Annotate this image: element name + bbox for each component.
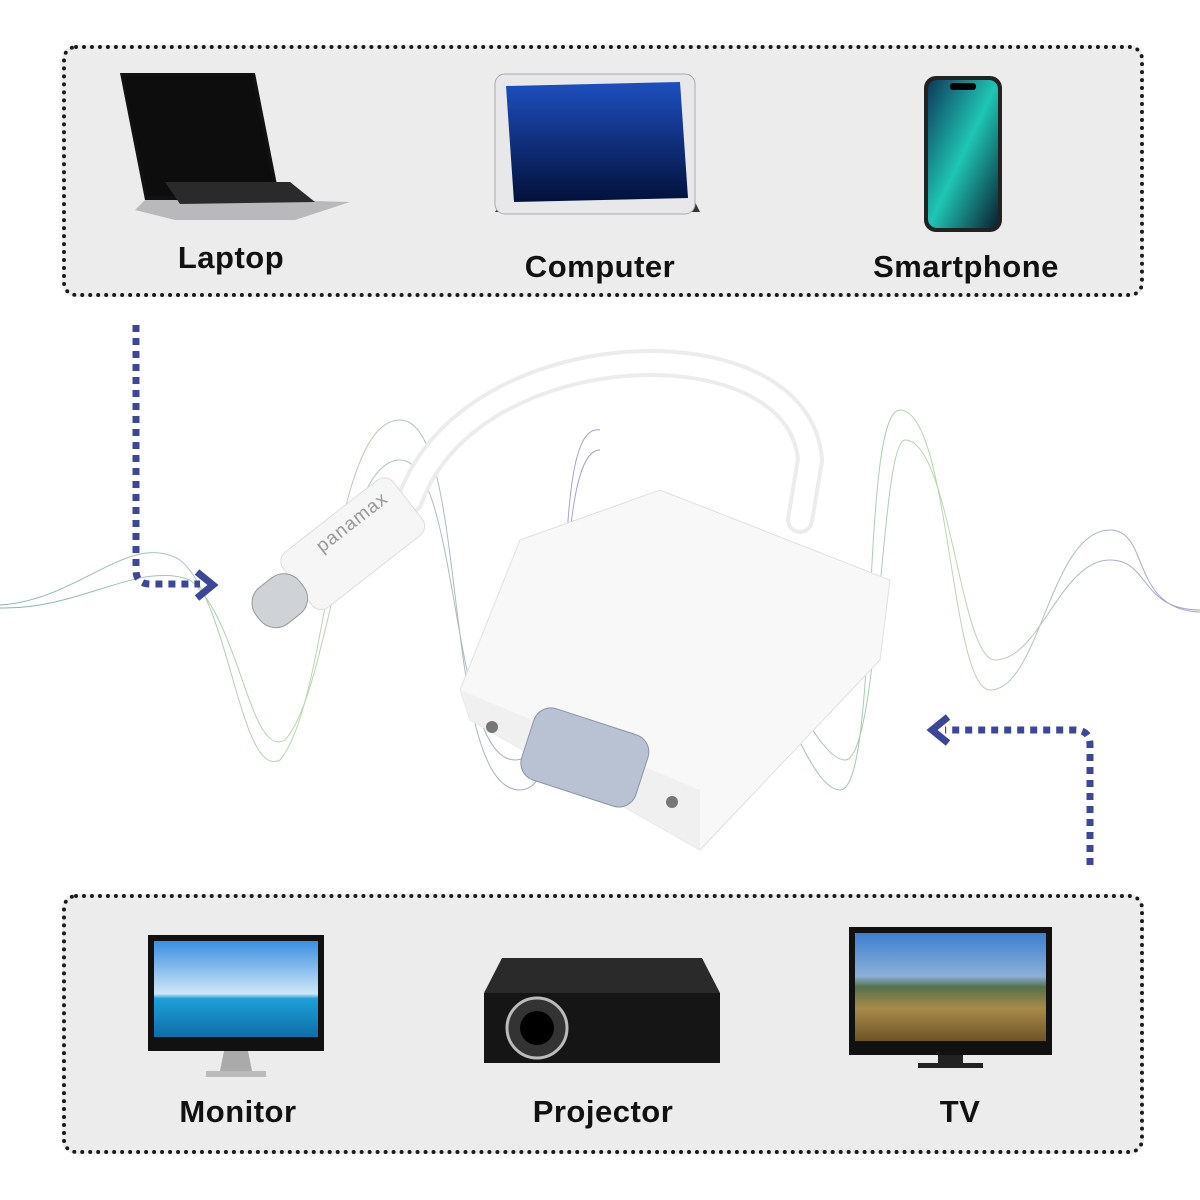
monitor-label: Monitor bbox=[179, 1094, 297, 1129]
projector-icon bbox=[484, 958, 720, 1063]
signal-wave-graphic bbox=[0, 325, 1200, 865]
monitor-icon bbox=[148, 935, 324, 1077]
smartphone-icon bbox=[924, 76, 1002, 232]
laptop-icon bbox=[120, 73, 350, 220]
laptop-label: Laptop bbox=[177, 240, 285, 275]
tablet-icon bbox=[494, 73, 700, 215]
arrow-left-icon bbox=[926, 714, 951, 746]
tv-icon bbox=[849, 927, 1052, 1068]
projector-label: Projector bbox=[532, 1094, 674, 1129]
smartphone-label: Smartphone bbox=[873, 249, 1059, 284]
computer-label: Computer bbox=[524, 249, 676, 284]
arrow-right-icon bbox=[194, 569, 219, 601]
tv-label: TV bbox=[939, 1094, 981, 1129]
